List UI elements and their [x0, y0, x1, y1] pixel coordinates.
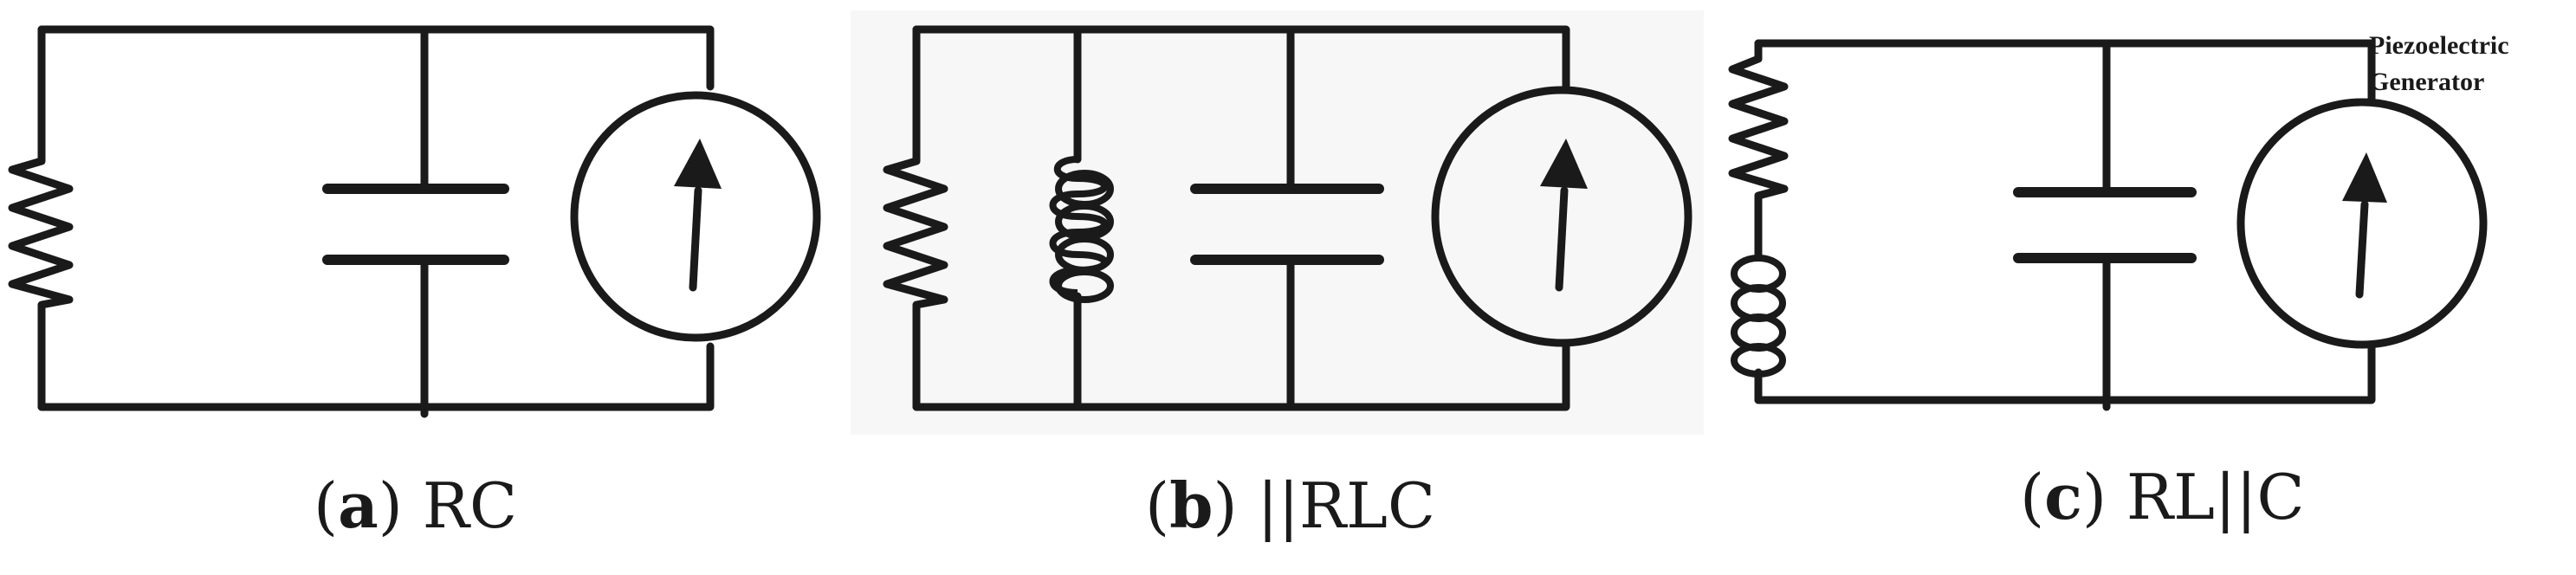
caption-b-title: ||RLC — [1257, 469, 1436, 542]
panel-a-resistor — [8, 25, 74, 411]
panel-b-bottom-wire — [912, 342, 1570, 411]
caption-a-title: RC — [422, 469, 518, 542]
panel-c-top-wire — [1754, 39, 2376, 107]
panel-a-top-wire — [37, 25, 715, 91]
caption-c-title: RL||C — [2126, 461, 2305, 533]
panel-b-background — [851, 10, 1704, 435]
panel-c-bottom-wire — [1754, 342, 2376, 404]
caption-panel-a: (a) RC — [314, 468, 518, 542]
caption-b-label: b — [1169, 468, 1214, 542]
panel-c-inductor — [1731, 255, 1786, 404]
panel-c-current-source — [2236, 98, 2488, 349]
caption-panel-b: (b) ||RLC — [1145, 468, 1436, 542]
panel-b-top-wire — [912, 25, 1570, 91]
panel-b-resistor — [883, 25, 948, 411]
panel-a-capacitor — [322, 25, 509, 418]
panel-a-current-source — [570, 91, 821, 342]
annotation-line-1: Piezoelectric — [2369, 31, 2509, 60]
panel-c-capacitor — [2013, 39, 2197, 411]
caption-a-label: a — [338, 468, 379, 542]
caption-c-label: c — [2044, 460, 2082, 533]
panel-b-circuit — [851, 10, 1704, 435]
piezoelectric-generator-label: Piezoelectric Generator — [2369, 28, 2509, 100]
panel-c-circuit — [1728, 39, 2488, 411]
caption-panel-c: (c) RL||C — [2020, 460, 2305, 533]
panel-b-current-source — [1431, 86, 1693, 347]
panel-b-capacitor — [1190, 25, 1384, 411]
panel-a-bottom-wire — [37, 342, 715, 411]
panel-c-resistor — [1728, 39, 1789, 261]
panel-a-circuit — [8, 25, 821, 418]
annotation-line-2: Generator — [2369, 68, 2485, 96]
panel-b-inductor — [1049, 25, 1114, 411]
